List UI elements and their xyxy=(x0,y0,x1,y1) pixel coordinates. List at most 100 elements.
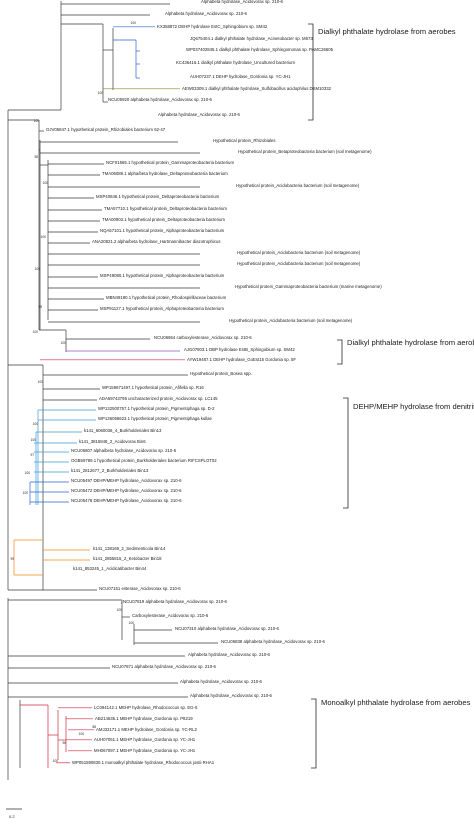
leaf-label: AJG07803.1 DBP hydrolase EstB_Sphingobiu… xyxy=(184,347,295,352)
leaf-label: NCU07151 esterase_Acidovorax sp. 210-6 xyxy=(99,586,181,591)
support-value: 100 xyxy=(35,267,41,271)
leaf-label: Alphabeta hydrolase_Acidovorax sp. 210-6 xyxy=(201,0,284,4)
support-value: 100 xyxy=(117,608,123,612)
support-value: 96 xyxy=(62,741,66,745)
leaf-label: AEW03309.1 dialkyl phthalate hydrolase_S… xyxy=(182,86,332,91)
support-value: 100 xyxy=(34,119,40,123)
support-value: 100 xyxy=(53,759,59,763)
leaf-label: k141_853245_1_Acidicatibacter Bin44 xyxy=(73,566,147,571)
scale-bar: 0.2 xyxy=(6,808,22,819)
leaf-label: NCU07310 alphabeta hydrolase_Acidovorax … xyxy=(175,626,280,631)
leaf-label: TMA57710.1 hypothetical protein_Deltapro… xyxy=(104,206,227,211)
support-values: 100 100 100 98 100 100 100 99 100 100 100 100 100 97 1… xyxy=(10,21,136,763)
leaf-label: NCU07871 alphabeta hydrolase_Acidovorax … xyxy=(112,664,217,669)
leaf-label: TMA06089.1 alpha/beta hydrolase_Deltapro… xyxy=(102,171,228,176)
support-value: 100 xyxy=(33,422,39,426)
leaf-label: Alphabeta hydrolase_Acidovorax sp. 210-6 xyxy=(180,679,263,684)
leaf-label: Alphabeta hydrolase_Acidovorax sp. 210-6 xyxy=(190,693,273,698)
clade-annotation: DEHP/MEHP hydrolase from denitrifying ba… xyxy=(353,402,474,411)
leaf-label: Hypothetical protein_Acidobacteria bacte… xyxy=(236,183,360,188)
leaf-label: NCU05478 DEHP/MEHP hydrolase_Acidovorax … xyxy=(71,498,182,503)
clade-annotation: Monoalkyl phthalate hydrolase from aerob… xyxy=(321,698,471,707)
leaf-label: AYW19487.1 DEHP hydrolase_GoEst15 Gordon… xyxy=(187,357,296,362)
leaf-label: ADA59743795 uncharacterized protein_Acid… xyxy=(99,396,218,401)
clade-bracket xyxy=(311,698,317,769)
leaf-label: OJV05847.1 hypothetical protein_Rhizobia… xyxy=(46,127,166,132)
leaf-label: Hypothetical protein_Gammaproteobacteria… xyxy=(235,284,382,289)
leaf-label: TMA00903.1 hypothetical protein_Deltapro… xyxy=(102,217,225,222)
leaf-label: AUH07051.1 MEHP hydrolase_Gordonia sp. Y… xyxy=(94,737,196,742)
clade-annotations: Dialkyl phthalate hydrolase from aerobes… xyxy=(318,27,474,707)
support-value: 100 xyxy=(43,181,49,185)
leaf-label: NCU06864 carboxylesterase_Acidovorax sp.… xyxy=(154,335,252,340)
support-value: 97 xyxy=(30,453,34,457)
support-value: 100 xyxy=(38,380,44,384)
leaf-label: AMJ32171.1 MEHP hydrolase_Gordonia sp. Y… xyxy=(96,727,197,732)
support-value: 100 xyxy=(25,471,31,475)
leaf-label: k141_2812677_2_Burkholderiales Bin13 xyxy=(71,468,149,473)
support-value: 100 xyxy=(31,438,37,442)
leaf-label: AB214635.1 MEHP hydrolase_Gordonia sp. P… xyxy=(95,716,193,721)
leaf-label: KX358872 DEHP hydrolase EstC_Sphingobium… xyxy=(157,24,268,29)
support-value: 88 xyxy=(92,725,96,729)
leaf-label: NQA67101.1 hypothetical protein_Alphapro… xyxy=(100,228,225,233)
support-value: 100 xyxy=(33,330,39,334)
leaf-label: Hypothetical protein_Acidobacteria bacte… xyxy=(237,261,361,266)
support-value: 98 xyxy=(34,155,38,159)
leaf-label: Hypothetical protein_Rhizobiales xyxy=(213,138,276,143)
leaf-label: ANA20821.2 alpha/beta hydrolase_Hartmann… xyxy=(92,239,221,244)
leaf-label: k141_138169_2_Sedimenticola Bin14 xyxy=(93,546,166,551)
leaf-label: WP051590830.1 monoalkyl phthalate hydrol… xyxy=(72,760,215,765)
support-value: 100 xyxy=(131,21,137,25)
leaf-label: MSP49080.1 hypothetical protein_Alphapro… xyxy=(100,273,225,278)
leaf-label: Carboxylesterase_Acidovorax sp. 210-6 xyxy=(132,613,209,618)
leaf-labels: Alphabeta hydrolase_Acidovorax sp. 210-6… xyxy=(46,0,382,765)
leaf-label: k141_2855815_2_Ketobacter Bin18 xyxy=(93,556,162,561)
support-value: 99 xyxy=(38,305,42,309)
leaf-label: NCF01565.1 hypothetical protein_Gammapro… xyxy=(106,160,234,165)
leaf-label: Alphabeta hydrolase_Acidovorax sp. 210-6 xyxy=(158,112,241,117)
leaf-label: NCU05472 DEHP/MEHP hydrolase_Acidovorax … xyxy=(71,488,182,493)
leaf-label: NCU07819 alphabeta hydrolase_Acidovorax … xyxy=(123,599,228,604)
leaf-label: KC436416.1 dialkyl phthalate hydrolase_U… xyxy=(176,60,295,65)
support-value: 100 xyxy=(41,235,47,239)
leaf-label: NCU05920 alphabeta hydrolase_Acidovorax … xyxy=(108,97,213,102)
leaf-label: WP037402845.1 dialkyl phthalate hydrolas… xyxy=(186,47,334,52)
support-value: 100 xyxy=(79,732,85,736)
leaf-label: Hypothetical protein_Acidobacteria bacte… xyxy=(229,318,353,323)
leaf-label: k141_6060036_4_Burkholderiales Bin13 xyxy=(84,428,162,433)
leaf-label: MSP40846.1 hypothetical protein_Deltapro… xyxy=(96,194,220,199)
leaf-label: MBN48180.1 hypothetical protein_Rhodospi… xyxy=(106,295,227,300)
leaf-label: NCU05497 DEHP/MEHP hydrolase_Acidovorax … xyxy=(71,478,182,483)
clade-bracket xyxy=(343,397,349,509)
leaf-label: Hypothetical protein_Acidobacteria bacte… xyxy=(237,250,361,255)
leaf-label: Alphabeta hydrolase_Acidovorax sp. 210-6 xyxy=(165,11,248,16)
leaf-label: Hypothetical protein_Bosea spp. xyxy=(190,371,252,376)
leaf-label: LC094142.1 MEHP hydrolase_Rhodococcus sp… xyxy=(94,705,198,710)
support-value: 100 xyxy=(23,491,29,495)
clade-annotation: Dialkyl phthalate hydrolase from aerobes xyxy=(347,338,474,347)
support-value: 100 xyxy=(129,621,135,625)
leaf-label: NCU06807 alpha/beta hydrolase_Acidovorax… xyxy=(71,448,177,453)
leaf-label: Alphabeta hydrolase_Acidovorax sp. 210-6 xyxy=(188,652,271,657)
clade-brackets xyxy=(308,23,349,769)
leaf-label: WP159871497.1 hypothetical protein_Afife… xyxy=(102,385,204,390)
leaf-label: AUH07237.1 DEHP hydrolase_Gordonia sp. Y… xyxy=(190,74,291,79)
leaf-label: WP136058623.1 hypothetical protein_Pigme… xyxy=(98,416,213,421)
leaf-label: k141_3815848_2_Acidovorax Bin6 xyxy=(79,439,146,444)
scale-bar-label: 0.2 xyxy=(9,814,15,819)
tree-branches xyxy=(7,1,218,780)
clade-bracket xyxy=(308,23,314,121)
leaf-label: MH067097.1 MEHP hydrolase_Gordonia sp. Y… xyxy=(94,748,196,753)
leaf-label: MSP91127.1 hypothetical protein_Alphapro… xyxy=(100,306,224,311)
leaf-label: OGB59789.1 hypothetical protein_Burkhold… xyxy=(71,458,217,463)
support-value: 99 xyxy=(10,557,14,561)
support-value: 100 xyxy=(61,341,67,345)
leaf-label: Hypothetical protein_Betaproteobacteria … xyxy=(238,149,372,154)
leaf-label: NCU06838 alphabeta hydrolase_Acidovorax … xyxy=(221,639,326,644)
support-value: 100 xyxy=(98,91,104,95)
clade-annotation: Dialkyl phthalate hydrolase from aerobes xyxy=(318,27,456,36)
leaf-label: WP132500757.1 hypothetical protein_Pigme… xyxy=(98,406,215,411)
leaf-label: JQ675404.1 dialkyl phthalate hydrolase_A… xyxy=(190,36,313,41)
